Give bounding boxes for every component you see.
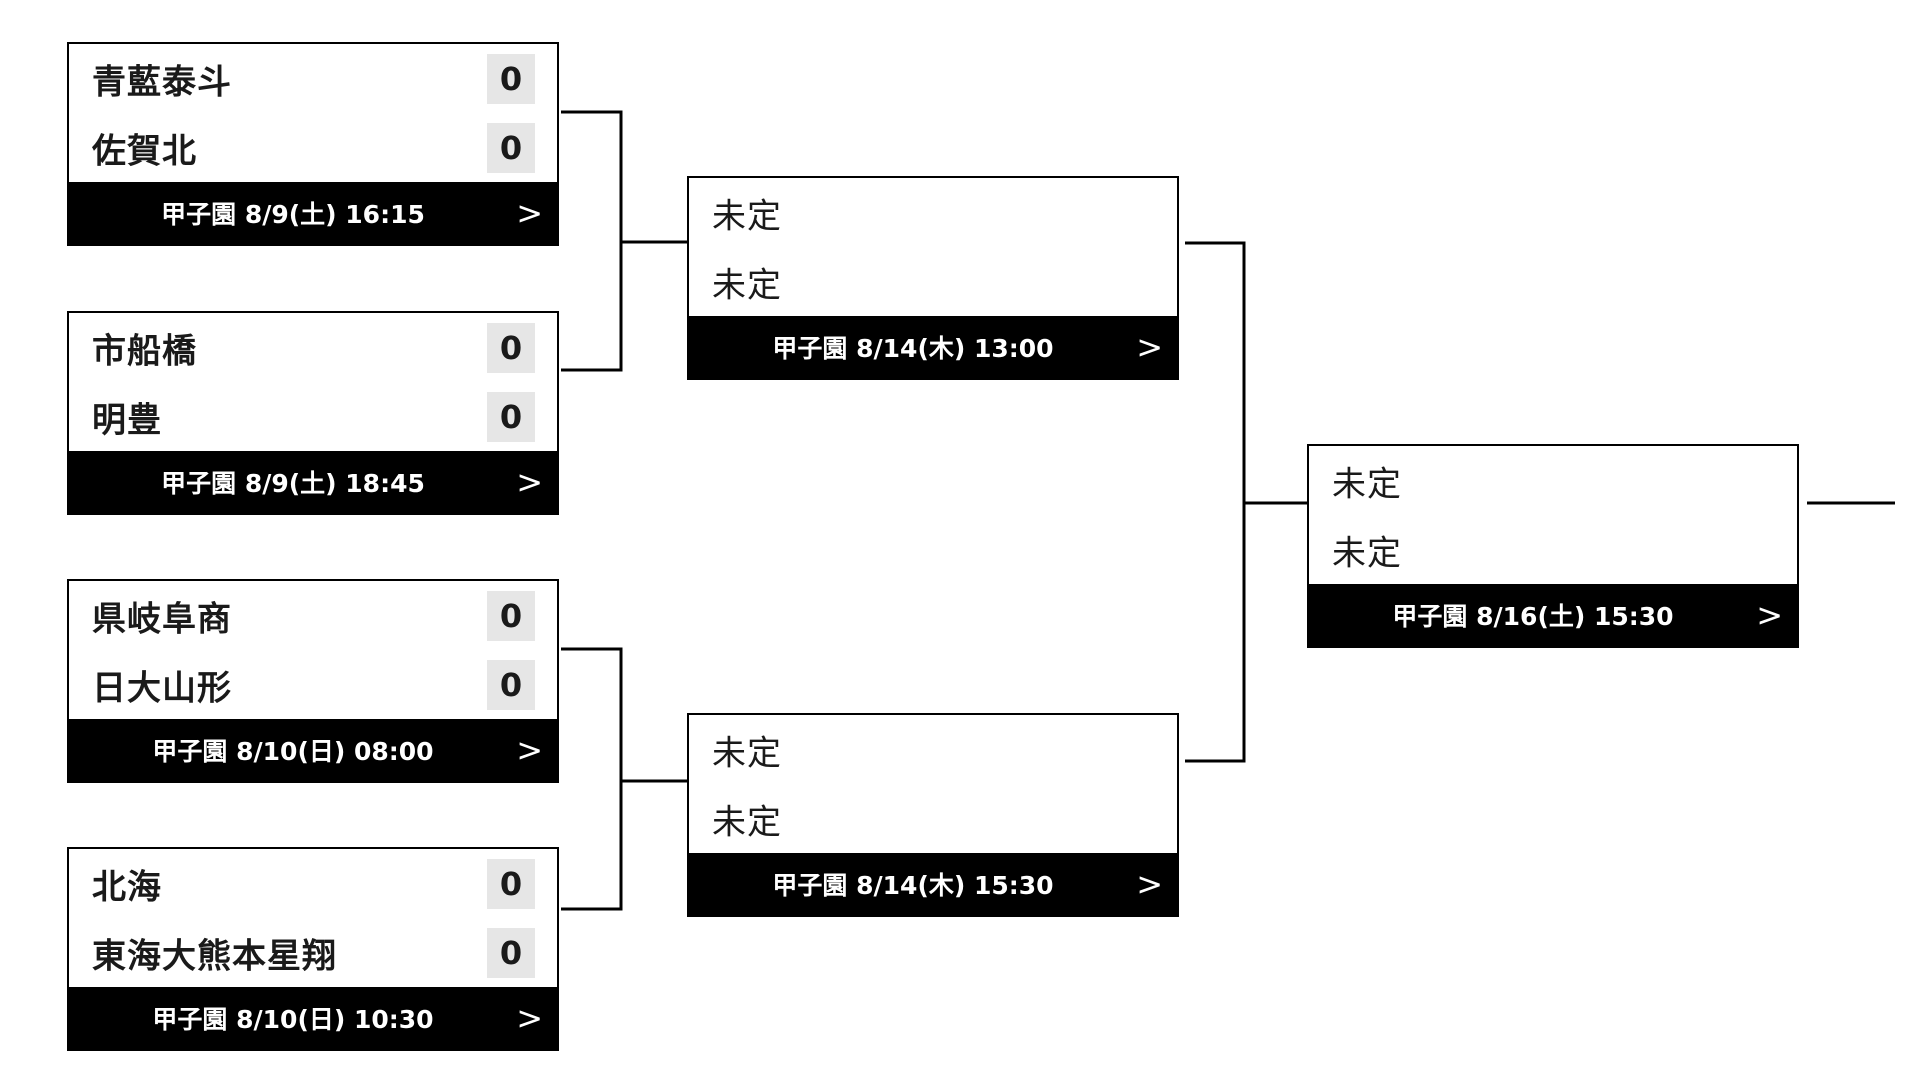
team-row: 市船橋 0 [69, 313, 557, 382]
team-name: 県岐阜商 [92, 599, 232, 639]
team-name: 未定 [712, 733, 782, 773]
match-venue-datetime: 甲子園 8/9(土) 18:45 [161, 469, 425, 498]
team-row: 明豊 0 [69, 382, 557, 451]
match-venue-datetime: 甲子園 8/10(日) 10:30 [152, 1005, 434, 1034]
team-row: 佐賀北 0 [69, 113, 557, 182]
team-row: 未定 [689, 784, 1177, 853]
match-details-link[interactable]: 甲子園 8/14(木) 13:00 > [689, 316, 1177, 378]
match-details-link[interactable]: 甲子園 8/10(日) 10:30 > [69, 987, 557, 1049]
match-card-r3-1: 未定 未定 甲子園 8/16(土) 15:30 > [1307, 444, 1799, 648]
team-name: 北海 [92, 867, 162, 907]
match-venue-datetime: 甲子園 8/14(木) 13:00 [772, 334, 1054, 363]
connector-r2-bottom [1185, 503, 1246, 763]
team-row: 青藍泰斗 0 [69, 44, 557, 113]
team-row: 未定 [1309, 515, 1797, 584]
match-card-r1-1: 青藍泰斗 0 佐賀北 0 甲子園 8/9(土) 16:15 > [67, 42, 559, 246]
team-name: 青藍泰斗 [92, 62, 232, 102]
team-score: 0 [487, 53, 535, 104]
team-row: 東海大熊本星翔 0 [69, 918, 557, 987]
team-name: 未定 [712, 196, 782, 236]
match-details-link[interactable]: 甲子園 8/9(土) 18:45 > [69, 451, 557, 513]
team-row: 未定 [689, 178, 1177, 247]
chevron-right-icon: > [516, 194, 543, 232]
team-score: 0 [487, 659, 535, 710]
match-venue-datetime: 甲子園 8/9(土) 16:15 [161, 200, 425, 229]
team-name: 未定 [712, 802, 782, 842]
team-score: 0 [487, 927, 535, 978]
team-name: 佐賀北 [92, 131, 197, 171]
team-row: 県岐阜商 0 [69, 581, 557, 650]
team-score: 0 [487, 322, 535, 373]
match-card-r1-3: 県岐阜商 0 日大山形 0 甲子園 8/10(日) 08:00 > [67, 579, 559, 783]
team-name: 未定 [1332, 533, 1402, 573]
match-card-r1-4: 北海 0 東海大熊本星翔 0 甲子園 8/10(日) 10:30 > [67, 847, 559, 1051]
team-row: 未定 [689, 247, 1177, 316]
match-details-link[interactable]: 甲子園 8/10(日) 08:00 > [69, 719, 557, 781]
connector-r1b-bottom [561, 781, 623, 911]
team-name: 東海大熊本星翔 [92, 936, 337, 976]
match-details-link[interactable]: 甲子園 8/14(木) 15:30 > [689, 853, 1177, 915]
match-venue-datetime: 甲子園 8/16(土) 15:30 [1392, 602, 1674, 631]
team-name: 市船橋 [92, 331, 197, 371]
team-row: 日大山形 0 [69, 650, 557, 719]
team-name: 明豊 [92, 400, 162, 440]
connector-r2-top [1185, 241, 1311, 505]
team-score: 0 [487, 391, 535, 442]
team-row: 未定 [689, 715, 1177, 784]
team-score: 0 [487, 122, 535, 173]
team-name: 未定 [712, 265, 782, 305]
chevron-right-icon: > [516, 463, 543, 501]
chevron-right-icon: > [516, 731, 543, 769]
team-score: 0 [487, 590, 535, 641]
chevron-right-icon: > [1136, 328, 1163, 366]
team-row: 未定 [1309, 446, 1797, 515]
chevron-right-icon: > [516, 999, 543, 1037]
chevron-right-icon: > [1136, 865, 1163, 903]
team-name: 日大山形 [92, 668, 232, 708]
team-row: 北海 0 [69, 849, 557, 918]
match-venue-datetime: 甲子園 8/10(日) 08:00 [152, 737, 434, 766]
match-card-r1-2: 市船橋 0 明豊 0 甲子園 8/9(土) 18:45 > [67, 311, 559, 515]
team-name: 未定 [1332, 464, 1402, 504]
connector-r1a-bottom [561, 242, 623, 372]
match-card-r2-1: 未定 未定 甲子園 8/14(木) 13:00 > [687, 176, 1179, 380]
connector-r1b-top [561, 647, 688, 783]
match-card-r2-2: 未定 未定 甲子園 8/14(木) 15:30 > [687, 713, 1179, 917]
chevron-right-icon: > [1756, 596, 1783, 634]
team-score: 0 [487, 858, 535, 909]
match-details-link[interactable]: 甲子園 8/16(土) 15:30 > [1309, 584, 1797, 646]
match-details-link[interactable]: 甲子園 8/9(土) 16:15 > [69, 182, 557, 244]
match-venue-datetime: 甲子園 8/14(木) 15:30 [772, 871, 1054, 900]
connector-r1a-top [561, 110, 688, 244]
